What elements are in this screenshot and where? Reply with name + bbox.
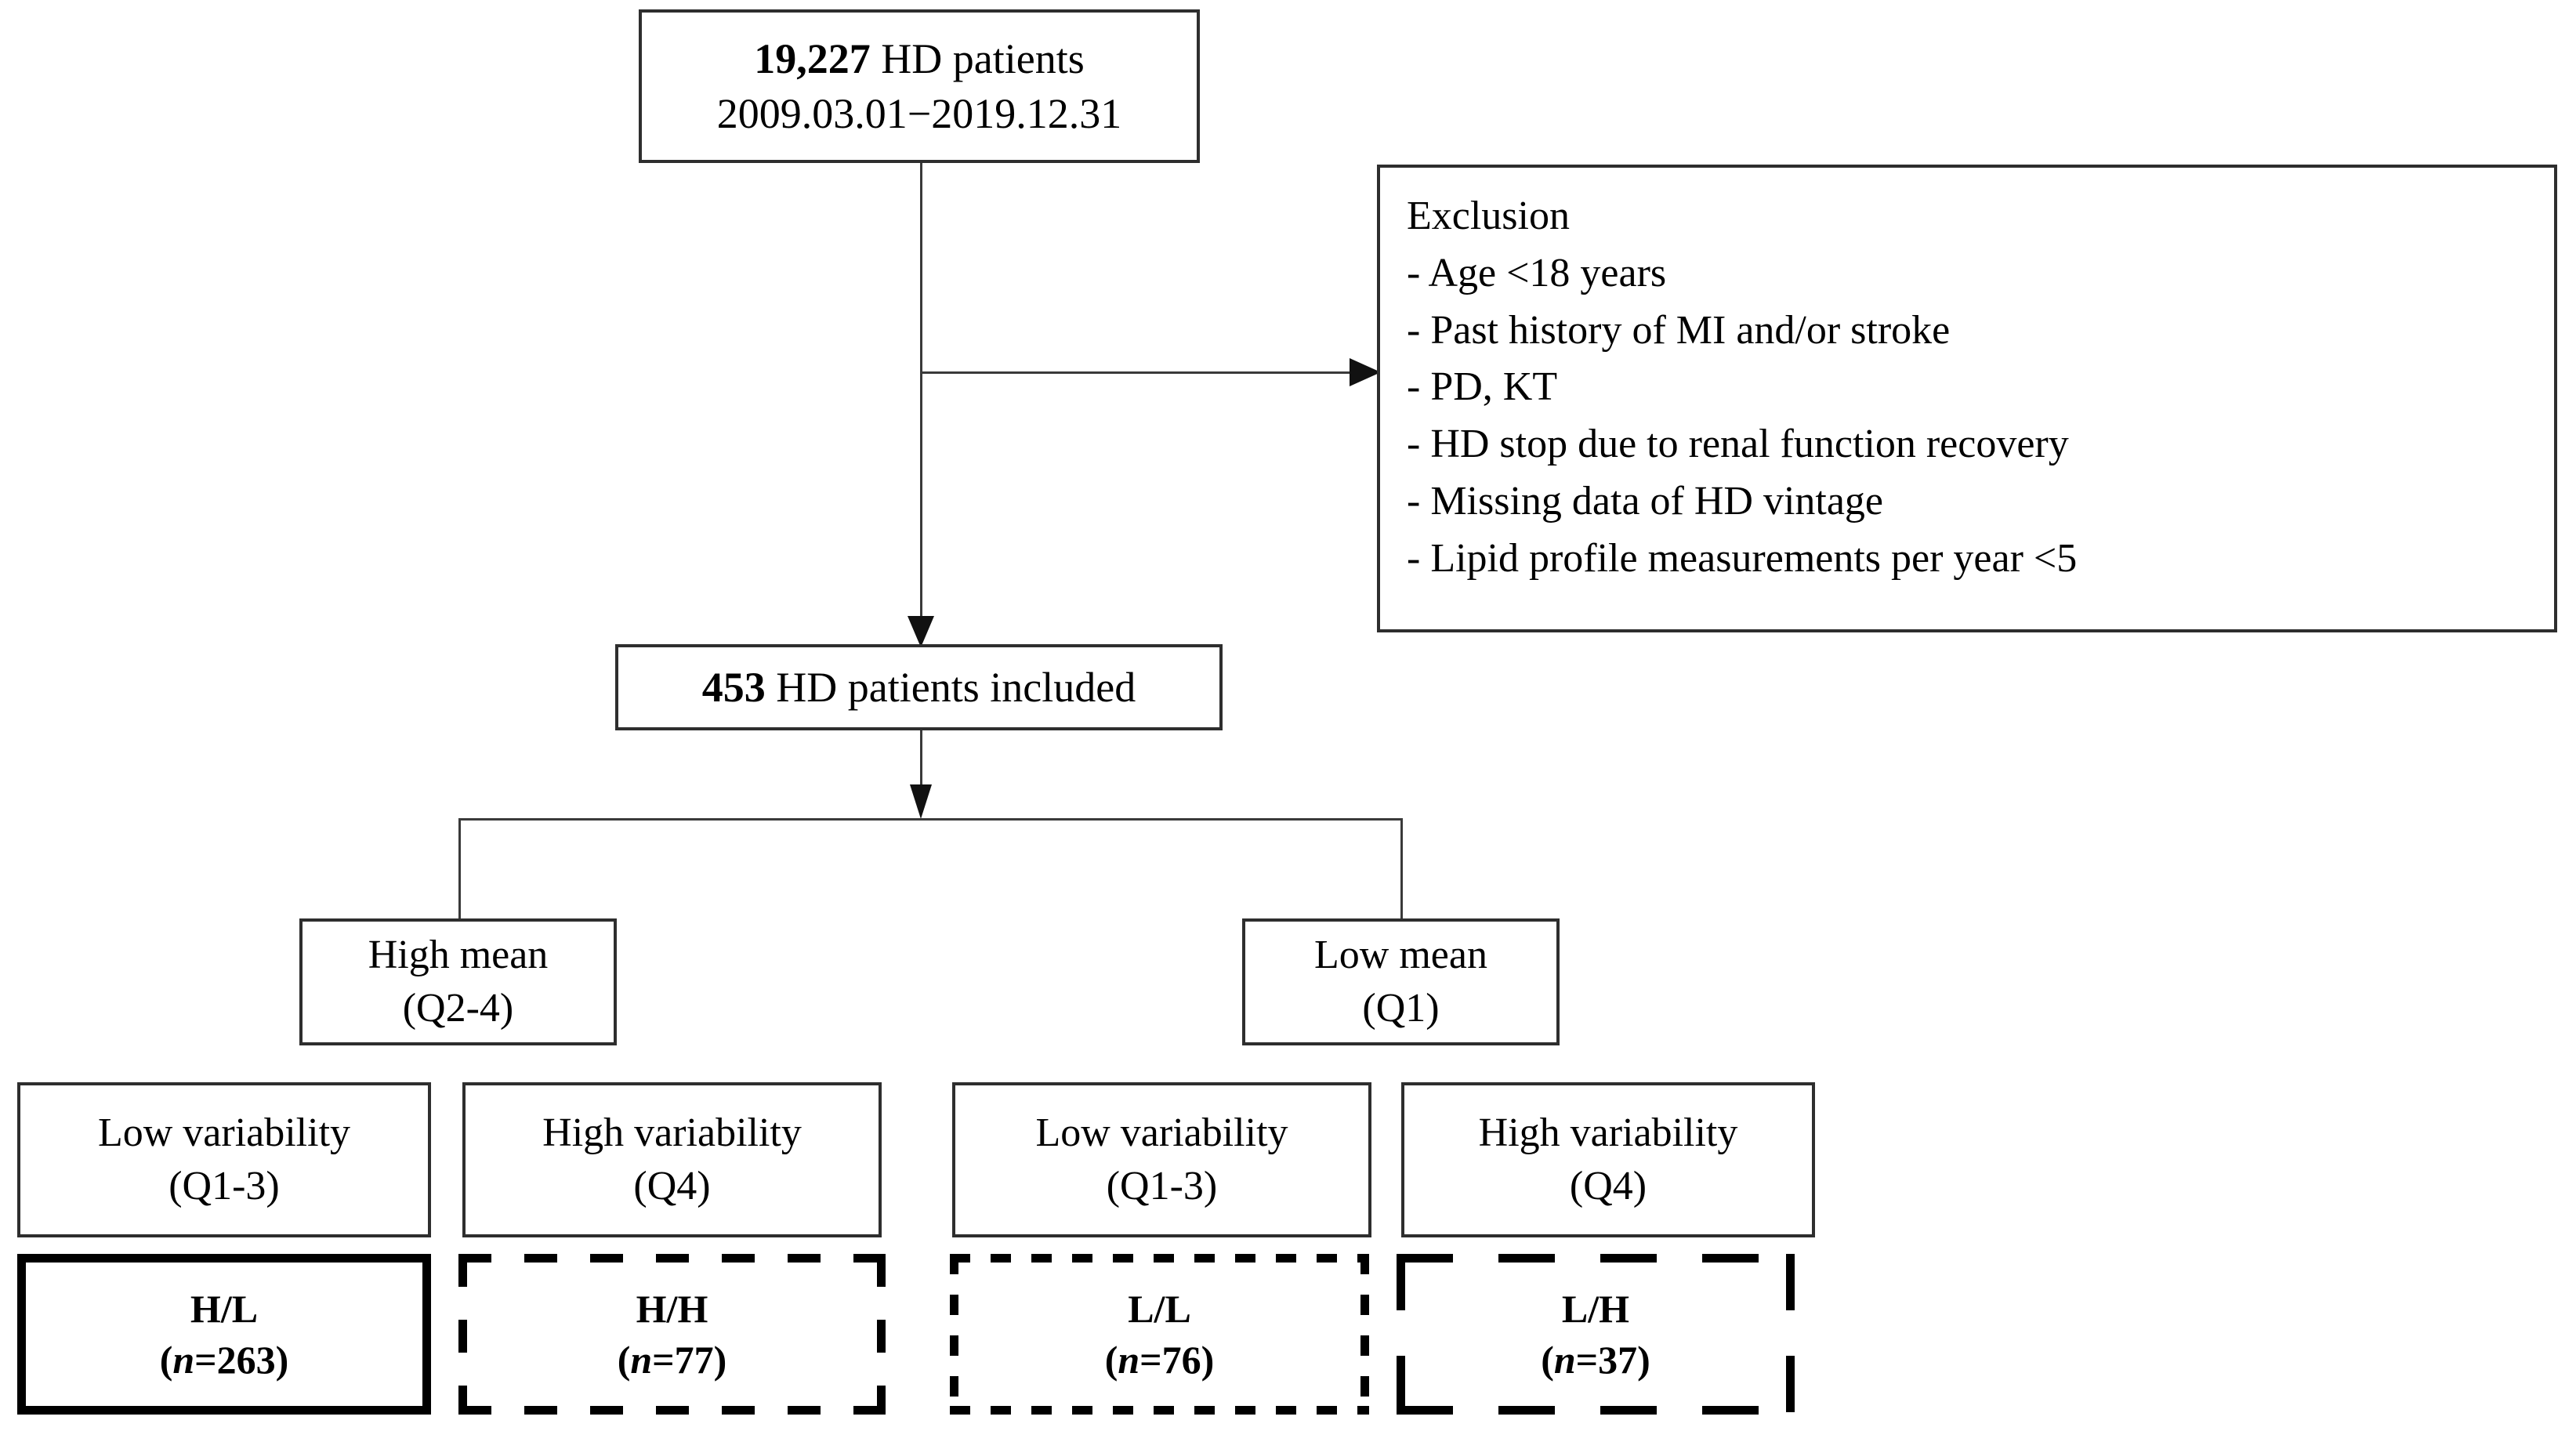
low-mean-quantile: (Q1): [1362, 986, 1440, 1031]
result-hh-n-symbol: n: [630, 1337, 653, 1382]
connector-cohort-to-included: [920, 163, 922, 625]
included-count: 453: [701, 663, 766, 711]
exclusion-item-6: - Lipid profile measurements per year <5: [1407, 535, 2078, 581]
node-high-mean: High mean (Q2-4): [299, 918, 617, 1045]
low-mean-label: Low mean: [1314, 933, 1487, 978]
result-lh-n-symbol: n: [1553, 1337, 1576, 1382]
exclusion-item-3: - PD, KT: [1407, 364, 1558, 410]
result-hh-paren: (: [617, 1337, 631, 1382]
cohort-period: 2009.03.01−2019.12.31: [716, 90, 1122, 137]
result-hh-label: H/H: [636, 1284, 708, 1335]
variability-3-label: Low variability: [1035, 1110, 1288, 1156]
arrowhead-to-split: [910, 784, 932, 819]
result-hh-code: H/H: [636, 1286, 708, 1331]
result-lh-paren: (: [1541, 1337, 1554, 1382]
exclusion-title: Exclusion: [1407, 194, 1570, 238]
node-exclusion: Exclusion - Age <18 years - Past history…: [1377, 165, 2557, 632]
variability-2-quantile: (Q4): [633, 1164, 711, 1208]
result-ll-n-value: =76): [1139, 1337, 1215, 1382]
node-result-lh: L/H (n=37): [1397, 1254, 1795, 1415]
result-ll-n-symbol: n: [1118, 1337, 1140, 1382]
variability-3-quantile: (Q1-3): [1106, 1164, 1218, 1208]
result-hl-n-symbol: n: [172, 1337, 195, 1382]
connector-to-exclusion: [920, 371, 1367, 374]
node-result-hh: H/H (n=77): [458, 1254, 886, 1415]
variability-4-label: High variability: [1478, 1110, 1738, 1156]
cohort-line-1: 19,227 HD patients: [754, 31, 1084, 86]
result-hl-n-value: =263): [194, 1337, 289, 1382]
node-variability-1: Low variability (Q1-3): [17, 1082, 431, 1237]
result-ll-code: L/L: [1128, 1286, 1191, 1331]
exclusion-item-5: - Missing data of HD vintage: [1407, 478, 1884, 523]
node-cohort: 19,227 HD patients 2009.03.01−2019.12.31: [639, 9, 1200, 163]
cohort-count: 19,227: [754, 34, 871, 82]
exclusion-item-1: - Age <18 years: [1407, 250, 1667, 295]
arrowhead-to-exclusion: [1350, 358, 1381, 386]
node-low-mean: Low mean (Q1): [1242, 918, 1560, 1045]
result-hl-label: H/L: [190, 1284, 258, 1335]
high-mean-label: High mean: [368, 933, 549, 978]
result-lh-label: L/H: [1562, 1284, 1629, 1335]
result-hh-n: (n=77): [618, 1335, 727, 1386]
cohort-count-suffix: HD patients: [870, 34, 1085, 82]
result-ll-label: L/L: [1128, 1284, 1191, 1335]
node-variability-3: Low variability (Q1-3): [952, 1082, 1371, 1237]
result-lh-n: (n=37): [1541, 1335, 1650, 1386]
variability-2-label: High variability: [542, 1110, 802, 1156]
variability-1-label: Low variability: [97, 1110, 351, 1156]
split-bar-mean: [458, 818, 1403, 821]
arrowhead-to-included: [908, 616, 934, 647]
split-drop-right: [1400, 818, 1403, 920]
node-result-ll: L/L (n=76): [950, 1254, 1369, 1415]
included-line: 453 HD patients included: [702, 660, 1136, 715]
result-lh-n-value: =37): [1575, 1337, 1650, 1382]
node-included: 453 HD patients included: [615, 644, 1223, 730]
high-mean-quantile: (Q2-4): [402, 986, 514, 1031]
result-hl-n: (n=263): [160, 1335, 289, 1386]
result-lh-code: L/H: [1561, 1286, 1630, 1331]
connector-included-to-split: [920, 730, 922, 792]
node-variability-2: High variability (Q4): [462, 1082, 882, 1237]
exclusion-item-2: - Past history of MI and/or stroke: [1407, 307, 1951, 353]
variability-4-quantile: (Q4): [1569, 1164, 1647, 1208]
result-ll-n: (n=76): [1105, 1335, 1215, 1386]
result-ll-paren: (: [1104, 1337, 1118, 1382]
split-drop-left: [458, 818, 461, 920]
variability-1-quantile: (Q1-3): [168, 1164, 280, 1208]
node-variability-4: High variability (Q4): [1401, 1082, 1815, 1237]
node-result-hl: H/L (n=263): [17, 1254, 431, 1415]
result-hl-paren: (: [159, 1337, 173, 1382]
result-hh-n-value: =77): [652, 1337, 727, 1382]
included-count-suffix: HD patients included: [765, 663, 1136, 711]
exclusion-item-4: - HD stop due to renal function recovery: [1407, 422, 2069, 467]
result-hl-code: H/L: [190, 1286, 259, 1331]
